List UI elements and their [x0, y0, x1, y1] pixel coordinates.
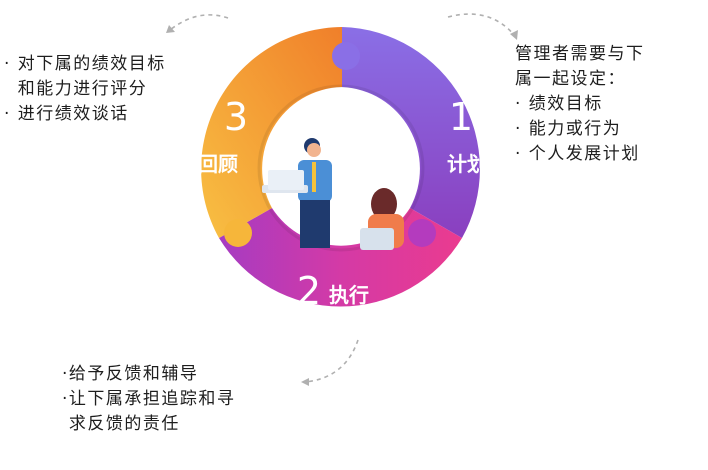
plan-notes: 管理者需要与下 属一起设定： · 绩效目标 · 能力或行为 · 个人发展计划	[515, 42, 645, 167]
review-notes: · 对下属的绩效目标 和能力进行评分 · 进行绩效谈话	[4, 52, 166, 127]
review-note-line: 和能力进行评分	[4, 79, 148, 99]
inner-ring-shadow	[257, 84, 425, 252]
review-number: 3	[224, 95, 248, 139]
arrow-plan-to-notes	[447, 13, 516, 37]
plan-puzzle-knob	[332, 42, 360, 70]
plan-note-line: 管理者需要与下	[515, 44, 645, 64]
plan-label: 计划	[447, 152, 487, 176]
execute-notes: ·给予反馈和辅导 ·让下属承担追踪和寻 求反馈的责任	[62, 362, 235, 437]
review-note-line: · 进行绩效谈话	[4, 104, 129, 124]
review-puzzle-knob	[224, 219, 252, 247]
review-segment	[201, 27, 342, 238]
review-label: 回顾	[198, 152, 238, 176]
execute-puzzle-knob	[408, 219, 436, 247]
arrow-execute-notes	[304, 339, 359, 383]
plan-segment	[342, 27, 480, 238]
execute-note-line: ·给予反馈和辅导	[62, 364, 199, 384]
review-note-line: · 对下属的绩效目标	[4, 54, 166, 74]
plan-note-line: 属一起设定：	[515, 69, 626, 89]
plan-number: 1	[449, 95, 473, 139]
meeting-illustration	[262, 138, 404, 250]
execute-number: 2	[297, 269, 321, 313]
plan-note-line: · 绩效目标	[515, 94, 603, 114]
execute-label: 执行	[329, 283, 369, 307]
execute-note-line: 求反馈的责任	[62, 414, 180, 434]
plan-note-line: · 个人发展计划	[515, 144, 640, 164]
arrowhead-icon	[510, 30, 518, 40]
plan-note-line: · 能力或行为	[515, 119, 622, 139]
arrowhead-icon	[301, 378, 309, 386]
execute-note-line: ·让下属承担追踪和寻	[62, 389, 236, 409]
arrowhead-icon	[166, 25, 175, 33]
arrow-review-to-plan	[169, 14, 229, 31]
